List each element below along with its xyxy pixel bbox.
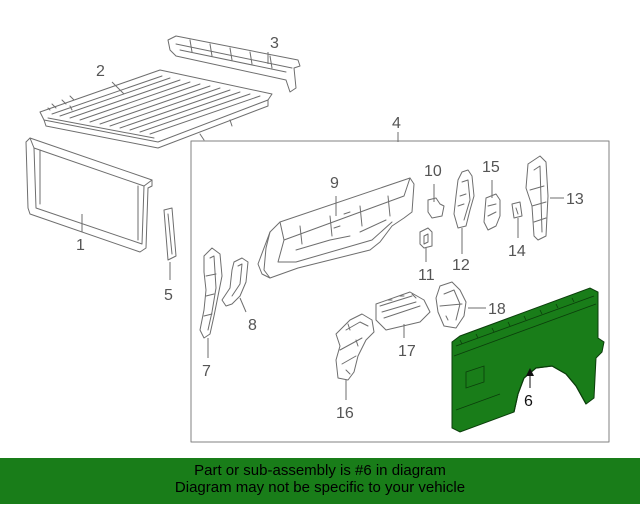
banner-line-2: Diagram may not be specific to your vehi… (174, 479, 466, 496)
part-8-bracket[interactable] (221, 257, 249, 307)
part-2-bed-floor[interactable] (39, 69, 273, 149)
part-12-reinforcement[interactable] (453, 169, 475, 229)
callout-5: 5 (164, 287, 173, 304)
part-9-inner-side-panel[interactable] (257, 177, 415, 279)
part-13-rear-pillar[interactable] (525, 155, 549, 241)
part-17-wheelhouse-panel[interactable] (375, 291, 431, 331)
leader-6 (526, 368, 534, 388)
exploded-parts-diagram: 3 2 1 5 4 9 10 15 13 11 12 14 8 7 17 18 … (25, 35, 610, 443)
leader-lines (81, 52, 564, 400)
callout-13: 13 (566, 191, 584, 208)
part-14-clip[interactable] (511, 201, 523, 219)
part-3-front-rail[interactable] (167, 35, 301, 93)
callout-4: 4 (392, 115, 401, 132)
callout-10: 10 (424, 163, 442, 180)
callout-9: 9 (330, 175, 339, 192)
callout-17: 17 (398, 343, 416, 360)
callout-11: 11 (418, 267, 435, 284)
part-10-bracket[interactable] (427, 197, 445, 219)
callout-7: 7 (202, 363, 211, 380)
part-6-outer-side-panel[interactable] (451, 287, 605, 433)
callout-2: 2 (96, 63, 105, 80)
info-banner: Part or sub-assembly is #6 in diagram Di… (0, 458, 640, 504)
callout-6: 6 (524, 393, 533, 410)
callout-14: 14 (508, 243, 526, 260)
callout-12: 12 (452, 257, 470, 274)
part-15-bracket[interactable] (483, 193, 501, 231)
callout-18: 18 (488, 301, 506, 318)
part-16-wheelhouse-support[interactable] (335, 313, 375, 381)
callout-8: 8 (248, 317, 257, 334)
part-11-plug[interactable] (419, 227, 433, 249)
part-7-front-pillar[interactable] (199, 247, 223, 339)
callout-16: 16 (336, 405, 354, 422)
assembly-4-box (190, 140, 610, 443)
callout-1: 1 (76, 237, 85, 254)
callout-15: 15 (482, 159, 500, 176)
callout-3: 3 (270, 35, 279, 52)
part-1-front-panel[interactable] (25, 137, 153, 253)
part-5-corner-filler[interactable] (163, 207, 177, 261)
part-18-bracket[interactable] (435, 281, 467, 329)
banner-line-1: Part or sub-assembly is #6 in diagram (194, 462, 446, 479)
